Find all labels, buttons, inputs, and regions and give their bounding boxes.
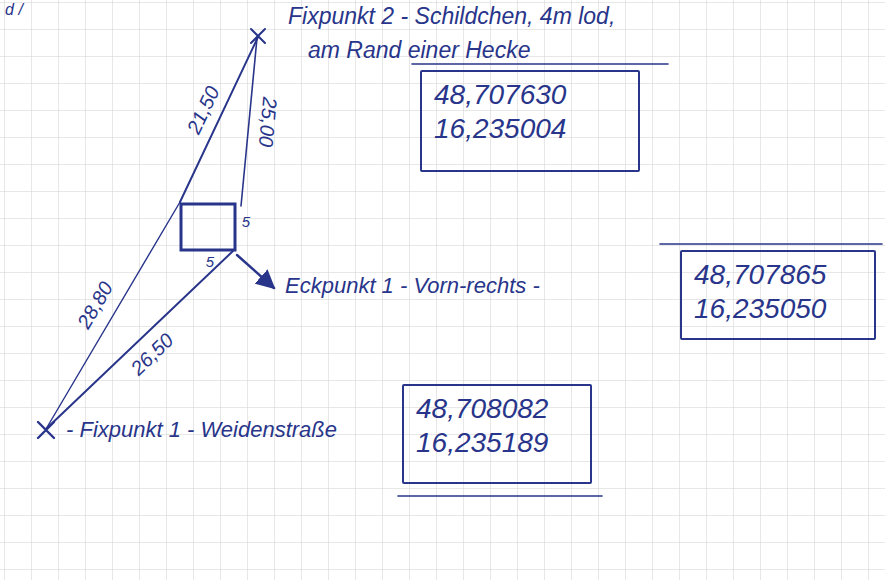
house-dimension: 5	[206, 254, 214, 271]
fixpoint-label: Fixpunkt 2 - Schildchen, 4m lod,	[288, 4, 615, 29]
survey-sketch	[38, 29, 882, 496]
distance-line	[180, 37, 258, 202]
bracket-line	[412, 63, 668, 65]
distance-line	[241, 38, 257, 206]
coordinate-value: 48,707865	[694, 258, 862, 292]
house-outline	[181, 204, 235, 250]
pointer-arrow	[237, 255, 274, 288]
house-dimension: 5	[242, 214, 250, 231]
distance-line	[46, 202, 180, 429]
fixpoint-label: - Fixpunkt 1 - Weidenstraße	[66, 418, 337, 442]
distance-label: 25,00	[255, 96, 281, 148]
fixpoint-cross	[38, 422, 54, 438]
coordinate-value: 16,235050	[694, 292, 862, 326]
distance-line	[46, 251, 233, 429]
coordinate-box: 48,70808216,235189	[402, 384, 592, 484]
corner-fragment: d /	[5, 1, 23, 19]
corner-label: Eckpunkt 1 - Vorn-rechts -	[285, 274, 540, 298]
coordinate-box: 48,70786516,235050	[680, 250, 876, 340]
coordinate-value: 16,235189	[416, 426, 578, 460]
fixpoint-cross	[251, 29, 265, 43]
fixpoint-label: am Rand einer Hecke	[308, 38, 530, 63]
coordinate-value: 16,235004	[434, 112, 626, 146]
bracket-line	[398, 495, 602, 497]
coordinate-box: 48,70763016,235004	[420, 70, 640, 172]
coordinate-value: 48,708082	[416, 392, 578, 426]
coordinate-value: 48,707630	[434, 78, 626, 112]
bracket-line	[660, 243, 882, 245]
